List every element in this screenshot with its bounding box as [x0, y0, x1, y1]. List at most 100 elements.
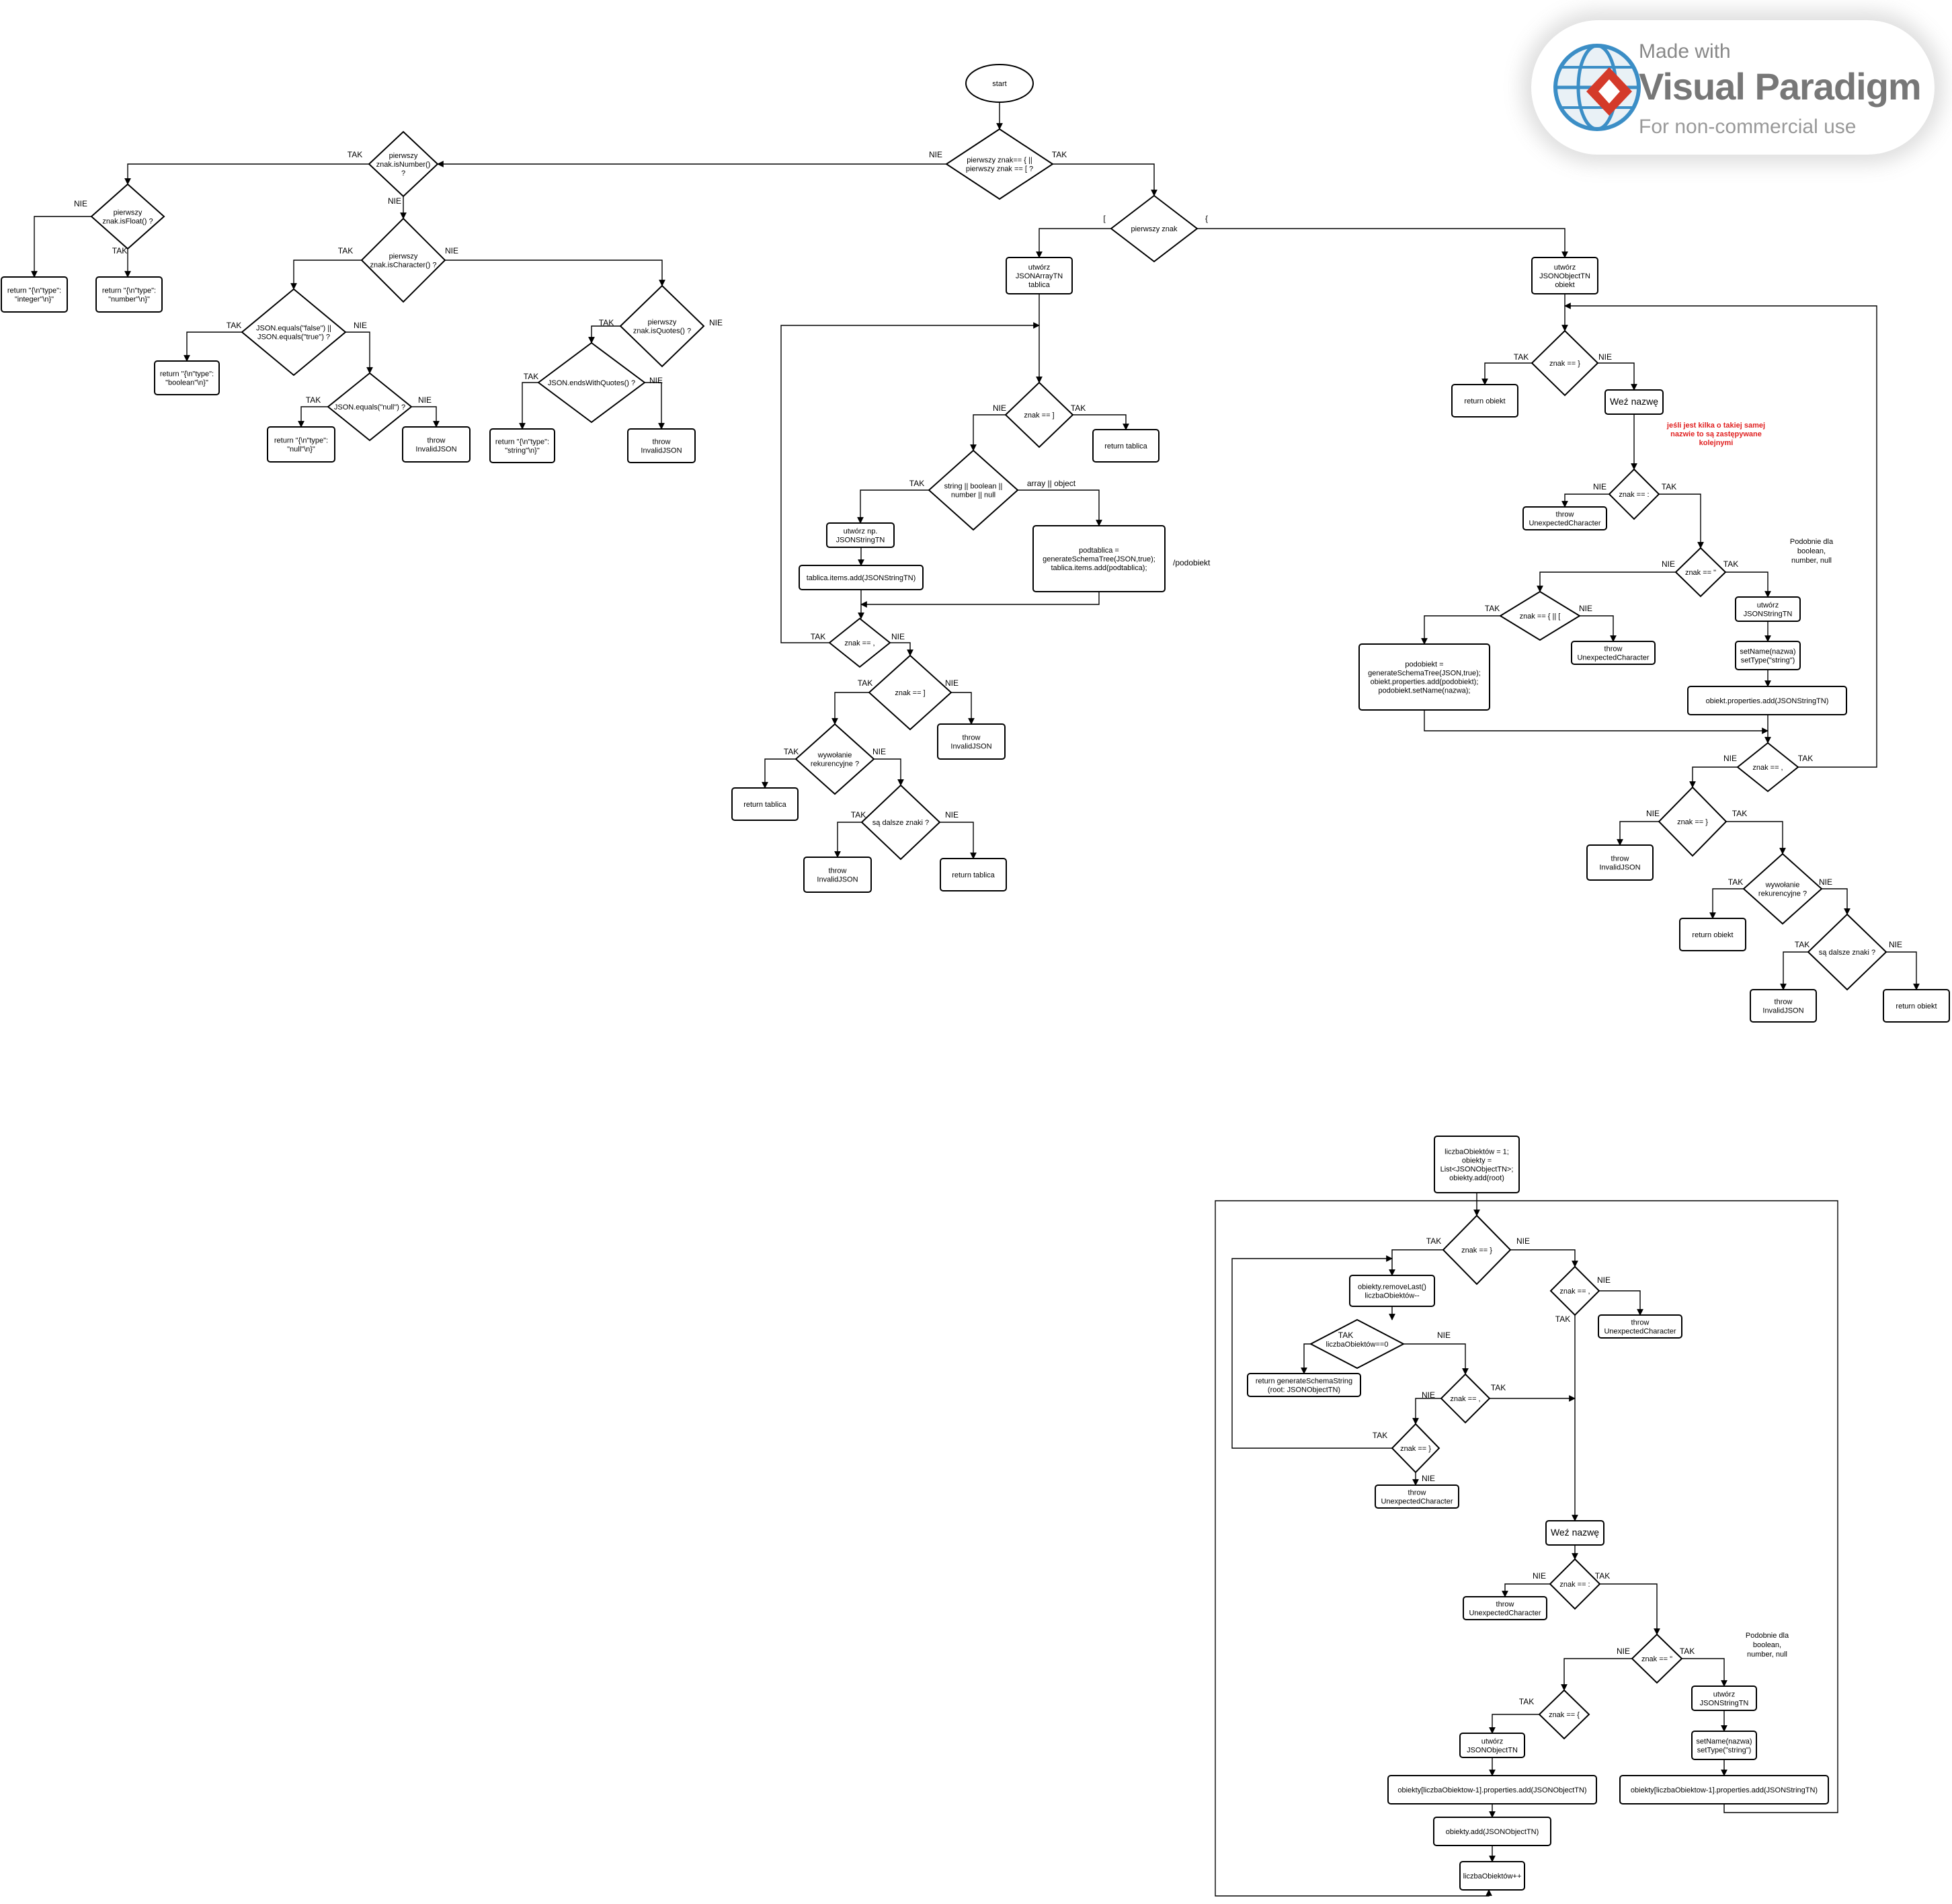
flow-edge: [1617, 821, 1659, 846]
process-shape: [95, 276, 163, 313]
node-r-null: return "{\n"type":"null"\n}": [267, 426, 335, 463]
node-d-o-open: znak == { || [: [1499, 590, 1581, 641]
flow-edge: [1036, 228, 1111, 258]
process-shape: [1451, 384, 1518, 418]
process-shape: [826, 522, 895, 548]
node-label: znak == :: [1559, 1581, 1590, 1589]
flow-edge: [1726, 821, 1786, 855]
node-label: JSON.equals("null") ?: [334, 403, 405, 411]
node-d-b-comma2: znak == ,: [1549, 1265, 1600, 1316]
process-shape: [1247, 1373, 1361, 1397]
decision-shape: [828, 617, 891, 668]
node-d-o-more: są dalsze znaki ?: [1807, 913, 1887, 991]
flow-edge: [1598, 362, 1637, 391]
node-d-b-colon: znak == :: [1549, 1558, 1601, 1610]
edge-label: NIE: [993, 403, 1006, 413]
edge-label: TAK: [1426, 1236, 1441, 1246]
node-d-a-close2: znak == ]: [868, 654, 952, 731]
flow-edge: [762, 758, 796, 789]
node-o-set: setName(nazwa)setType("string"): [1735, 641, 1801, 670]
node-d-b-quote: znak == ": [1631, 1633, 1683, 1684]
node-d-null: JSON.equals("null") ?: [327, 372, 413, 442]
node-label: return obiekt: [1464, 397, 1505, 405]
decision-shape: [795, 723, 875, 795]
node-label: znak == }: [1677, 818, 1708, 826]
decision-shape: [360, 217, 446, 303]
terminator-shape: [965, 64, 1034, 103]
edge-label: {: [1205, 214, 1208, 223]
node-d-a-close: znak == ]: [1004, 381, 1074, 448]
flow-edge: [519, 382, 538, 430]
node-label: utwórz np.JSONStringTN: [836, 528, 885, 545]
node-label: pierwszy znak== { ||pierwszy znak == [ ?: [966, 157, 1033, 173]
flow-edge: [184, 331, 242, 362]
decision-shape: [1391, 1423, 1440, 1474]
node-b-remove: obiekty.removeLast()liczbaObiektów--: [1349, 1275, 1435, 1307]
node-d-o-quote: znak == ": [1674, 547, 1727, 598]
edge-label: TAK: [1052, 150, 1067, 159]
node-label: obiekty[liczbaObiektow-1].properties.add…: [1397, 1786, 1586, 1794]
edge-label: TAK: [784, 747, 799, 756]
edge-label: NIE: [709, 318, 723, 327]
node-o-sub: podobiekt =generateSchemaTree(JSON,true)…: [1358, 643, 1490, 711]
flow-edge: [1580, 615, 1617, 642]
edge-label: TAK: [858, 678, 872, 688]
edge-label: TAK: [851, 810, 866, 820]
edge-label: NIE: [1516, 1236, 1530, 1246]
process-shape: [1883, 989, 1950, 1023]
decision-shape: [1631, 1633, 1683, 1684]
node-label: string || boolean ||number || null: [944, 483, 1003, 500]
node-label: są dalsze znaki ?: [1819, 949, 1875, 957]
decision-shape: [1549, 1265, 1600, 1316]
flow-edge: [124, 163, 369, 185]
flow-edge: [1389, 1249, 1443, 1276]
edge-label: NIE: [649, 376, 663, 385]
node-b-return: return generateSchemaString(root: JSONOb…: [1247, 1373, 1361, 1397]
decision-shape: [537, 342, 646, 424]
node-label: liczbaObiektów==0: [1326, 1341, 1389, 1349]
edge-label: TAK: [112, 246, 127, 255]
flow-edge: [780, 322, 1040, 643]
node-label: Weź nazwę: [1551, 1527, 1599, 1538]
edge-label: TAK: [1798, 754, 1813, 763]
node-start: start: [965, 64, 1034, 103]
node-label: return "{\n"type":"boolean"\n}": [160, 370, 214, 387]
node-label: obiekty.add(JSONObjectTN): [1446, 1828, 1539, 1836]
edge-label: TAK: [1662, 482, 1676, 491]
flow-nodes: start pierwszy znak== { ||pierwszy znak =…: [1, 64, 1950, 1891]
flow-edge: [1404, 1343, 1469, 1375]
flow-edge: [298, 406, 328, 428]
decision-shape: [327, 372, 413, 442]
node-label: znak == }: [1400, 1445, 1431, 1453]
flow-edge: [1481, 362, 1532, 385]
process-shape: [1679, 918, 1746, 951]
node-b-name: Weź nazwę: [1545, 1520, 1604, 1546]
flow-edge: [31, 216, 91, 278]
node-label: obiekty[liczbaObiektow-1].properties.add…: [1631, 1786, 1818, 1794]
made-with-text: Made with: [1639, 40, 1731, 63]
flow-edge: [834, 822, 862, 858]
non-commercial-text: For non-commercial use: [1639, 116, 1857, 138]
process-shape: [627, 428, 696, 463]
flow-edge: [1682, 1658, 1727, 1687]
edge-label: NIE: [1819, 877, 1832, 887]
node-label: setName(nazwa)setType("string"): [1740, 648, 1795, 665]
edge-label: NIE: [1646, 809, 1660, 818]
decision-shape: [1440, 1373, 1491, 1424]
process-shape: [1463, 1596, 1547, 1620]
process-shape: [1586, 844, 1654, 881]
node-label: znak == ,: [1559, 1287, 1590, 1296]
node-label: obiekty.removeLast()liczbaObiektów--: [1358, 1283, 1426, 1300]
node-d-pz: pierwszy znak: [1110, 194, 1198, 263]
globe-logo-icon: [1553, 44, 1641, 131]
node-d-first: pierwszy znak== { ||pierwszy znak == [ ?: [945, 128, 1054, 200]
edge-label: /podobiekt: [1173, 558, 1211, 567]
process-shape: [1750, 989, 1817, 1023]
edge-label: NIE: [945, 810, 959, 820]
node-r-int: return "{\n"type":"integer"\n}": [1, 276, 68, 313]
